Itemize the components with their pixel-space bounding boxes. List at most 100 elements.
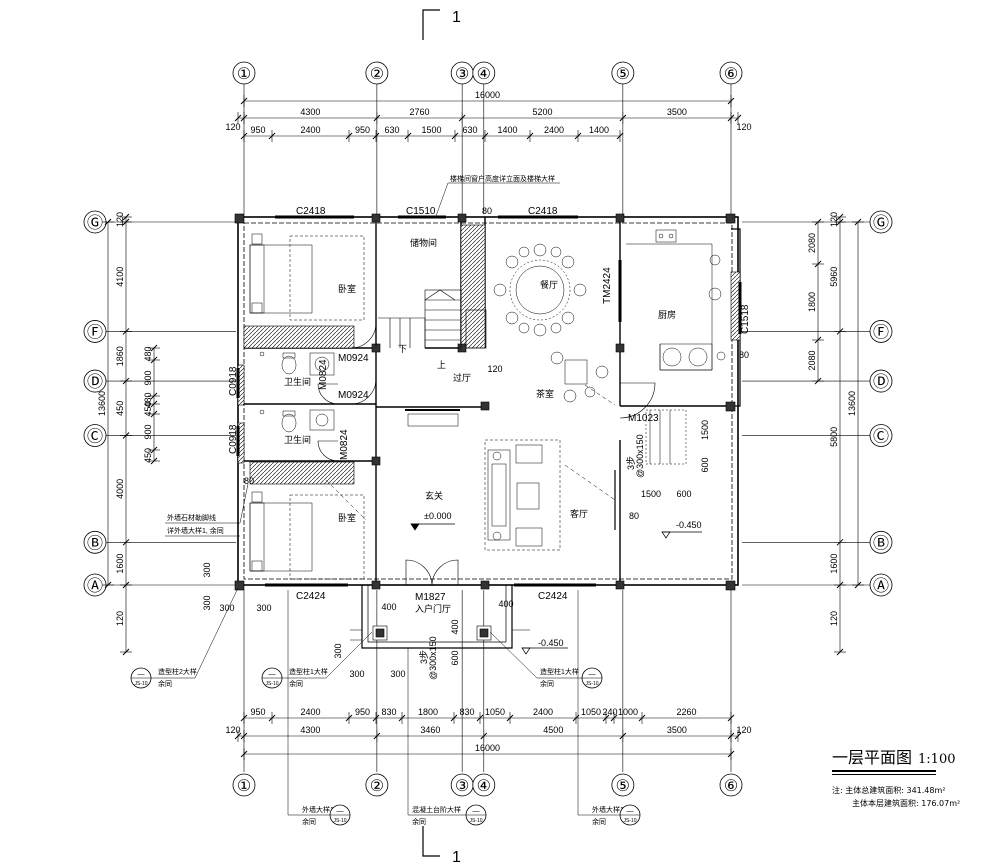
detail-index-marks: —JS-10—JS-10—JS-10—JS-10—JS-10—JS-10	[130, 667, 641, 826]
section-label-top: 1	[452, 9, 461, 26]
elevation-marks	[410, 523, 702, 655]
door-label: M0924	[338, 353, 369, 364]
axis-bubble	[232, 61, 256, 85]
furniture	[249, 229, 726, 641]
axis-bubble	[83, 369, 107, 393]
room-label: 卧室	[338, 283, 356, 294]
door-label: M0924	[338, 390, 369, 401]
callout-text: 余同	[592, 817, 606, 826]
dim-value: 900	[143, 424, 153, 439]
detail-index-number: —	[627, 808, 634, 815]
room-label: 餐厅	[540, 279, 558, 290]
dim-value: 630	[462, 125, 477, 135]
callouts: 楼梯间窗户高度详立面及楼梯大样 外墙石材勒脚线 详外墙大样1, 余同 造型柱2大…	[141, 174, 630, 826]
room-label: 过厅	[453, 372, 471, 383]
dim-value: 2080	[807, 233, 817, 253]
dim-value: 2400	[533, 707, 553, 717]
dim-value: 16000	[475, 743, 500, 753]
dim-value: 5200	[532, 107, 552, 117]
detail-index-sheet: JS-10	[623, 818, 636, 824]
axis-label: Ⓕ	[87, 323, 103, 341]
door-label: M0824	[339, 429, 350, 460]
dim-value: 120	[736, 122, 751, 132]
callout-text: 造型柱1大样	[540, 667, 579, 676]
dim-value: 950	[355, 125, 370, 135]
dim-value: 2400	[300, 125, 320, 135]
room-labels: 卧室 储物间 餐厅 厨房 卫生间 卫生间 过厅 茶室 玄关 客厅 卧室 入户门厅	[284, 237, 676, 614]
step-count-front: 3步	[419, 650, 429, 664]
callout-text: 楼梯间窗户高度详立面及楼梯大样	[450, 174, 555, 183]
detail-index-sheet: JS-10	[585, 681, 598, 687]
dim-value: 120	[115, 611, 125, 626]
dim-value: 950	[355, 707, 370, 717]
axis-bubble	[83, 320, 107, 343]
axis-label: ⑤	[616, 66, 630, 83]
axis-bubble	[869, 320, 893, 343]
title-underline-thin	[832, 774, 936, 775]
doors	[317, 322, 656, 586]
dim-value: 80	[739, 350, 749, 360]
dim-value: 300	[256, 603, 271, 613]
dimension-lines	[102, 95, 864, 760]
axis-label: ④	[477, 66, 491, 83]
dim-value: 4300	[300, 725, 320, 735]
dim-value: 450	[115, 401, 125, 416]
axis-bubble	[611, 61, 635, 85]
axis-bubble	[869, 573, 893, 597]
room-label: 茶室	[536, 388, 554, 399]
callout-text: 余同	[412, 817, 426, 826]
dim-value: 400	[381, 602, 396, 612]
staircase	[378, 289, 487, 349]
room-label: 储物间	[410, 237, 437, 248]
dim-value: 120	[225, 725, 240, 735]
opening-labels: C2418 C1510 C2418 TM2424 C1518 M0924 M09…	[228, 206, 751, 603]
dim-value: 1800	[418, 707, 438, 717]
dim-value: 300	[333, 643, 343, 658]
step-spec-front: @300x150	[428, 636, 438, 680]
dim-value: 300	[219, 603, 234, 613]
stair-up-label: 上	[437, 360, 446, 370]
window-label: C2418	[528, 206, 558, 217]
dim-value: 400	[450, 619, 460, 634]
dim-value: 1860	[115, 346, 125, 366]
room-label: 卧室	[338, 512, 356, 523]
axis-label: ③	[455, 66, 469, 83]
dim-value: 2400	[544, 125, 564, 135]
callout-text: 余同	[289, 679, 303, 688]
axis-bubble	[472, 61, 496, 85]
dim-value: 120	[225, 122, 240, 132]
dim-value: 13600	[97, 391, 107, 416]
dim-value: 450	[143, 448, 153, 463]
dim-value: 600	[676, 489, 691, 499]
structural-columns	[234, 213, 736, 641]
wall-hatching	[237, 224, 741, 485]
axis-bubble	[869, 210, 893, 234]
axis-label: ④	[477, 778, 491, 795]
detail-index-sheet: JS-10	[265, 681, 278, 687]
callout-text: 造型柱1大样	[289, 667, 328, 676]
axis-label: ③	[455, 778, 469, 795]
axis-bubble	[83, 530, 107, 554]
axis-bubble	[719, 773, 743, 797]
dim-value: 830	[381, 707, 396, 717]
dim-value: 480	[143, 346, 153, 361]
axis-bubble	[472, 773, 496, 797]
dim-value: 1400	[589, 125, 609, 135]
dim-value: 80	[629, 511, 639, 521]
step-spec-right: @300x150	[635, 434, 645, 478]
axis-bubble	[869, 369, 893, 393]
axis-bubble	[719, 61, 743, 85]
dim-value: 120	[115, 212, 125, 227]
axis-label: Ⓐ	[873, 577, 889, 595]
dim-value: 4000	[115, 479, 125, 499]
axis-label: ②	[370, 778, 384, 795]
dim-value: 2400	[300, 707, 320, 717]
dim-value: 1800	[807, 292, 817, 312]
axis-label: ①	[237, 778, 251, 795]
window-label: C2424	[296, 591, 326, 602]
dim-value: 80	[482, 206, 492, 216]
dim-value: 3460	[420, 725, 440, 735]
area-note-total: 注: 主体总建筑面积: 341.48m²	[832, 786, 946, 795]
window-label: C0918	[228, 424, 239, 454]
section-marks	[422, 9, 440, 857]
